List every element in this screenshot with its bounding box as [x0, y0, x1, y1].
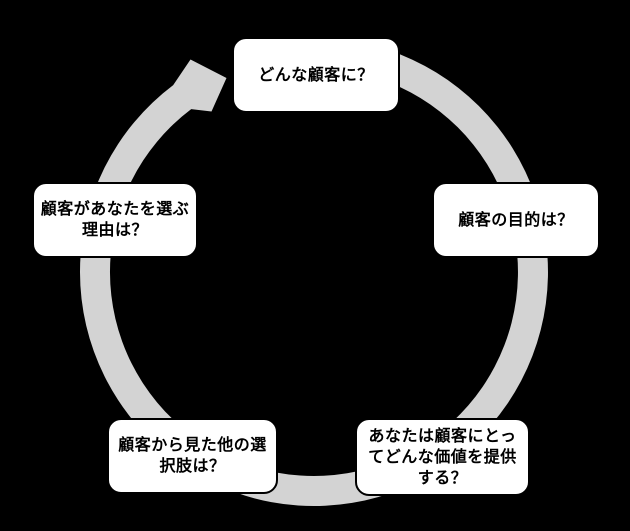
question-text-line: する？: [417, 469, 468, 487]
question-box-bottom-left: 顧客から見た他の選 択肢は？: [107, 418, 278, 494]
question-text-line: 顧客があなたを選ぶ: [40, 201, 190, 218]
question-text-line: てどんな価値を提供: [368, 448, 517, 466]
question-text-line: あなたは顧客にとっ: [368, 427, 517, 445]
question-text-line: 理由は？: [81, 222, 148, 239]
question-text-line: 顧客の目的は？: [458, 211, 574, 229]
question-text-line: 顧客から見た他の選: [118, 437, 267, 454]
question-box-left: 顧客があなたを選ぶ 理由は？: [32, 182, 198, 258]
question-box-top: どんな顧客に？: [232, 37, 400, 113]
question-box-bottom-right: あなたは顧客にとっ てどんな価値を提供 する？: [355, 418, 530, 496]
question-text-line: 択肢は？: [159, 458, 226, 475]
question-text-line: どんな顧客に？: [258, 66, 374, 84]
question-box-right: 顧客の目的は？: [432, 182, 600, 258]
